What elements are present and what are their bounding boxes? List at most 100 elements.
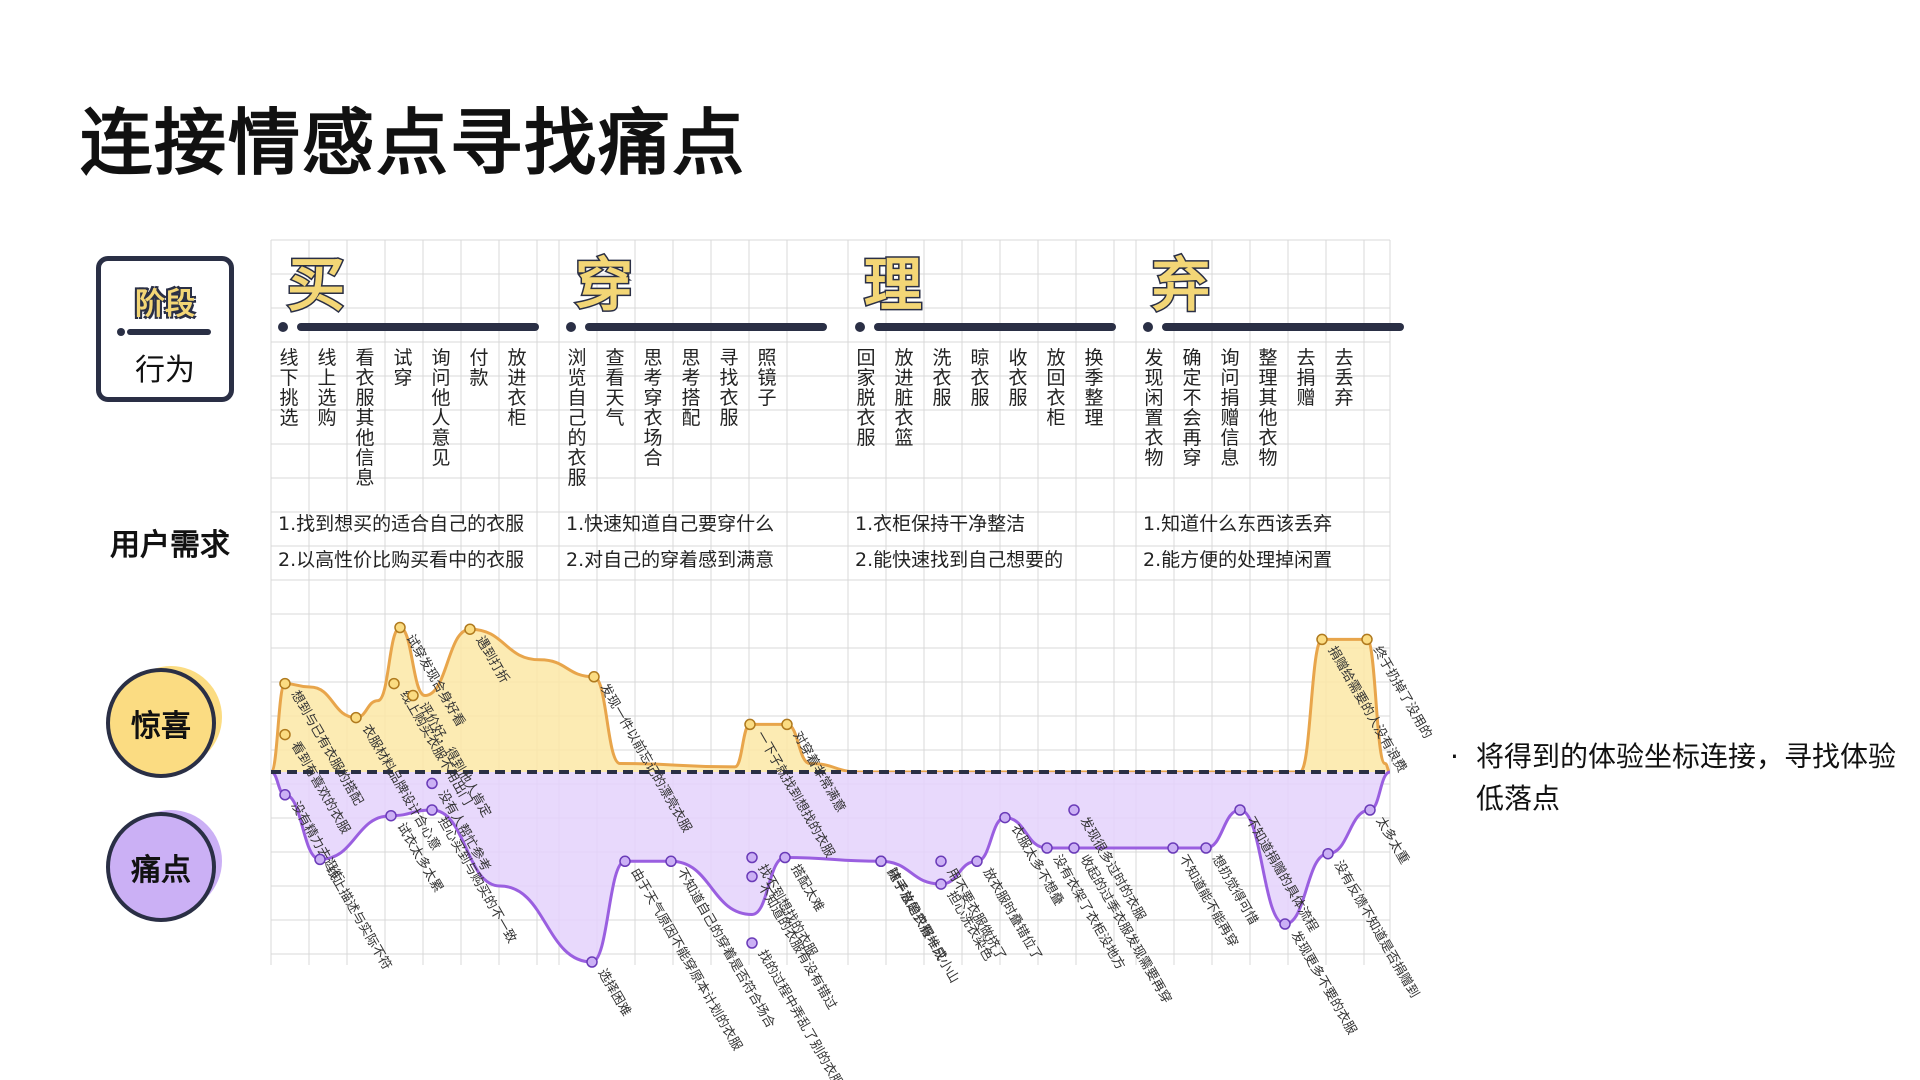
action-char: 弃 (1334, 387, 1353, 409)
action-char: 考 (643, 367, 662, 389)
action-char: 衣 (643, 407, 662, 429)
action-char: 丢 (1334, 367, 1353, 389)
action-char: 衣 (567, 447, 586, 469)
side-note: · 将得到的体验坐标连接，寻找体验低落点 (1450, 736, 1896, 820)
action-char: 去 (1296, 347, 1315, 369)
action-char: 收 (1008, 347, 1027, 369)
action-char: 镜 (757, 367, 776, 389)
action-char: 穿 (643, 387, 662, 409)
action-char: 回 (1046, 367, 1065, 389)
action-char: 衣 (355, 367, 374, 389)
pain-point (1041, 842, 1053, 854)
joy-point (279, 728, 291, 741)
action-char: 赠 (1296, 387, 1315, 409)
action-char: 其 (355, 407, 374, 429)
action-char: 理 (1084, 407, 1103, 429)
action-char: 服 (355, 387, 374, 409)
action-char: 他 (1258, 407, 1277, 429)
stage-bar-dot (566, 322, 576, 332)
joy-point (394, 621, 406, 634)
action-char: 信 (355, 447, 374, 469)
action-char: 洗 (932, 347, 951, 369)
joy-point (279, 677, 291, 690)
action-char: 付 (469, 347, 488, 369)
action-char: 进 (507, 367, 526, 389)
action-char: 意 (431, 427, 450, 449)
action-char: 下 (279, 367, 298, 389)
action-char: 己 (567, 407, 586, 429)
joy-point (1361, 633, 1373, 646)
joy-curve (269, 625, 1391, 774)
joy-point (350, 711, 362, 724)
action-char: 服 (567, 467, 586, 489)
pain-point-label: 太多太重 (1373, 814, 1413, 867)
need-line: 2.能快速找到自己想要的 (855, 549, 1063, 571)
action-char: 衣 (719, 387, 738, 409)
action-char: 服 (970, 387, 989, 409)
pain-label: 痛点 (106, 812, 216, 922)
action-char: 脏 (894, 387, 913, 409)
pain-point (1068, 842, 1080, 854)
joy-point (744, 718, 756, 731)
action-char: 思 (643, 347, 662, 369)
action-char: 寻 (719, 347, 738, 369)
joy-area (271, 627, 1390, 772)
action-char: 试 (393, 347, 412, 369)
action-char: 他 (355, 427, 374, 449)
action-char: 闲 (1144, 387, 1163, 409)
action-char: 赠 (1220, 407, 1239, 429)
pain-point (1200, 842, 1212, 854)
action-char: 放 (894, 347, 913, 369)
stage-bar (874, 323, 1116, 331)
action-char: 浏 (567, 347, 586, 369)
action-char: 搭 (681, 387, 700, 409)
stage-name: 穿 (575, 251, 633, 319)
action-char: 选 (317, 387, 336, 409)
action-char: 整 (1258, 347, 1277, 369)
action-char: 见 (431, 447, 450, 469)
need-line: 1.衣柜保持干净整洁 (855, 513, 1025, 535)
action-char: 捐 (1296, 367, 1315, 389)
pain-point-label: 发现更多不要的衣服 (1288, 928, 1360, 1037)
side-note-text: 将得到的体验坐标连接，寻找体验低落点 (1476, 740, 1897, 815)
pain-point (279, 789, 291, 801)
action-char: 考 (681, 367, 700, 389)
action-char: 衣 (856, 407, 875, 429)
action-char: 置 (1144, 407, 1163, 429)
pain-point (1167, 842, 1179, 854)
action-char: 衣 (894, 407, 913, 429)
pain-area (271, 772, 1390, 962)
joy-point (407, 689, 419, 702)
action-char: 款 (469, 367, 488, 389)
pain-point (746, 870, 758, 883)
need-line: 2.以高性价比购买看中的衣服 (278, 549, 524, 571)
action-char: 自 (567, 387, 586, 409)
joy-label: 惊喜 (106, 668, 216, 778)
pain-point (1279, 918, 1291, 930)
action-char: 息 (1220, 447, 1239, 469)
action-char: 服 (1008, 387, 1027, 409)
action-char: 询 (431, 347, 450, 369)
action-char: 询 (1220, 347, 1239, 369)
action-char: 再 (1182, 427, 1201, 449)
action-char: 穿 (393, 367, 412, 389)
action-char: 衣 (507, 387, 526, 409)
legend-action-label: 行为 (135, 353, 195, 388)
stage-name: 弃 (1152, 251, 1210, 319)
pain-point (971, 855, 983, 868)
action-char: 他 (431, 387, 450, 409)
action-char: 确 (1182, 347, 1201, 369)
stage-bar-dot (278, 322, 288, 332)
action-char: 进 (894, 367, 913, 389)
stage-bar-dot (855, 322, 865, 332)
pain-point (385, 809, 397, 822)
action-char: 衣 (1258, 427, 1277, 449)
joy-point (1316, 633, 1328, 646)
pain-point (665, 855, 677, 868)
action-char: 子 (757, 387, 776, 409)
action-char: 放 (507, 347, 526, 369)
action-char: 购 (317, 407, 336, 429)
pain-point-label: 没有反馈不知道是否捐赠到 (1331, 858, 1423, 1001)
